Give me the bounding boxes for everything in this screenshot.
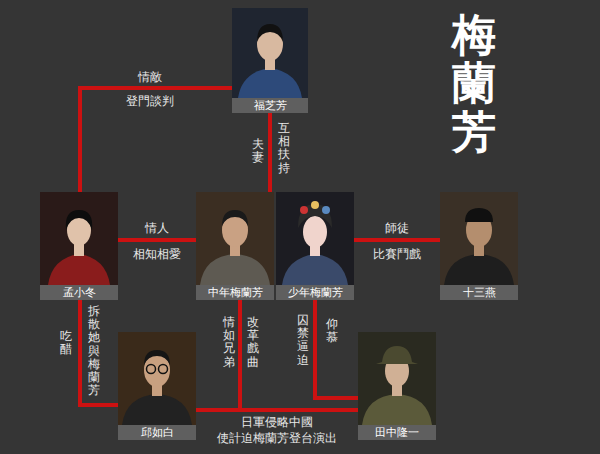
relation-line (240, 300, 358, 410)
portrait-photo (196, 192, 274, 285)
ornament (300, 206, 308, 214)
portrait-photo (358, 332, 436, 425)
relation-label: 囚禁逼迫 (297, 314, 309, 367)
relation-label: 夫妻 (252, 138, 264, 164)
name-label: 中年梅蘭芳 (196, 285, 274, 300)
photo-ground (276, 192, 354, 285)
relation-label: 情如兄弟 (223, 316, 235, 369)
relation-line (196, 300, 240, 410)
name-label: 田中隆一 (358, 425, 436, 440)
relation-note: 互相扶持 (278, 122, 290, 175)
portrait-node: 福芝芳 (232, 8, 308, 113)
photo-ground (118, 332, 196, 425)
name-label: 福芝芳 (232, 98, 308, 113)
relation-label: 吃醋 (60, 330, 72, 356)
portrait-photo (276, 192, 354, 285)
relation-note: 改革戲曲 (247, 316, 259, 369)
relation-note: 拆散她與梅蘭芳 (88, 305, 100, 397)
name-label: 邱如白 (118, 425, 196, 440)
ornament (311, 201, 319, 209)
name-label: 孟小冬 (40, 285, 118, 300)
robe (444, 254, 514, 285)
relation-note: 使計迫梅蘭芳登台演出 (217, 431, 337, 445)
hair (257, 24, 283, 42)
hair (222, 210, 248, 226)
portrait-photo (440, 192, 518, 285)
relation-label: 師徒 (385, 221, 409, 235)
relation-line (80, 88, 232, 192)
portrait-node: 少年梅蘭芳 (276, 192, 354, 300)
photo-ground (232, 8, 308, 98)
name-label: 十三燕 (440, 285, 518, 300)
uniform (362, 394, 432, 425)
military-cap (376, 346, 418, 364)
gown (200, 254, 270, 285)
hair (66, 210, 92, 230)
relation-line (315, 300, 358, 398)
name-label: 少年梅蘭芳 (276, 285, 354, 300)
relation-note: 仰慕 (326, 318, 338, 344)
portrait-node: 邱如白 (118, 332, 196, 440)
chart-title: 梅蘭芳 (452, 12, 496, 157)
relation-line (268, 113, 272, 192)
relation-label: 日軍侵略中國 (241, 415, 313, 429)
dress (238, 68, 302, 98)
portrait-node: 中年梅蘭芳 (196, 192, 274, 300)
portrait-photo (118, 332, 196, 425)
glasses (147, 365, 156, 374)
photo-ground (40, 192, 118, 285)
photo-ground (358, 332, 436, 425)
glasses (159, 365, 168, 374)
portrait-photo (40, 192, 118, 285)
portrait-node: 孟小冬 (40, 192, 118, 300)
photo-ground (440, 192, 518, 285)
portrait-node: 十三燕 (440, 192, 518, 300)
relation-line (354, 238, 440, 242)
qipao (48, 254, 110, 285)
relation-line (80, 300, 118, 405)
relation-label: 情敵 (138, 70, 162, 84)
relation-note: 相知相愛 (133, 247, 181, 261)
relation-line (118, 238, 196, 242)
ornament (322, 206, 330, 214)
relation-note: 比賽鬥戲 (373, 247, 421, 261)
hair (144, 350, 170, 365)
photo-ground (196, 192, 274, 285)
portrait-node: 田中隆一 (358, 332, 436, 440)
costume (282, 254, 348, 285)
coat (122, 394, 192, 425)
cap (465, 208, 493, 222)
relation-note: 登門談判 (126, 94, 174, 108)
face (303, 216, 327, 248)
relation-label: 情人 (145, 221, 169, 235)
portrait-photo (232, 8, 308, 98)
